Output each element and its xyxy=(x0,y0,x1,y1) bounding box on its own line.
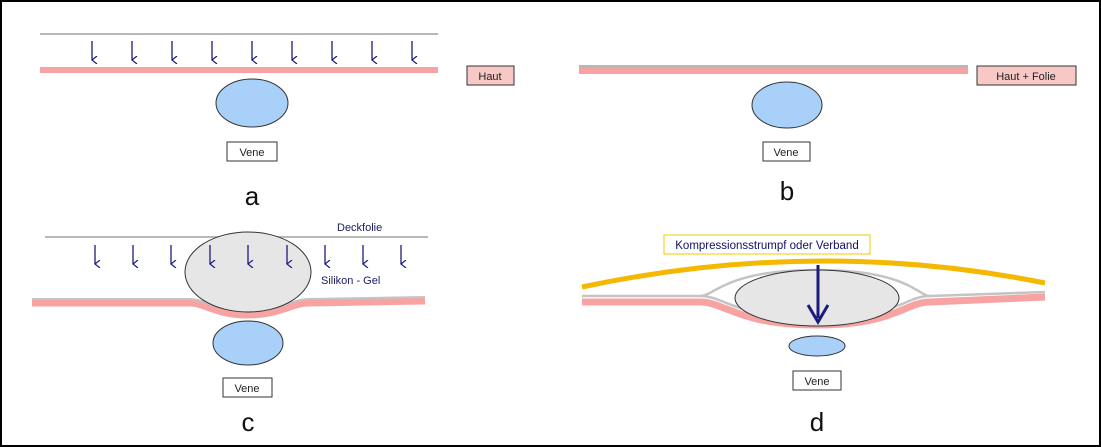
compression-label-box-d xyxy=(663,234,871,255)
cover-foil-label-c: Deckfolie xyxy=(337,222,382,234)
panel-letter-d: d xyxy=(810,407,824,437)
pressure-arrows-c xyxy=(95,245,401,264)
vein-c xyxy=(212,320,284,366)
panel-letter-a: a xyxy=(245,181,260,211)
silicone-gel-label-c: Silikon - Gel xyxy=(321,275,380,287)
panel-b: Vene Haut + Folie b xyxy=(579,65,1077,206)
panel-letter-b: b xyxy=(780,176,794,206)
panel-letter-c: c xyxy=(242,407,255,437)
vein-label-c: Vene xyxy=(234,383,259,395)
panel-c: Deckfolie Silikon - Gel Vene c xyxy=(32,222,428,437)
skin-layer-c xyxy=(32,297,426,319)
skin-label-box-b xyxy=(976,65,1077,86)
vein-a xyxy=(215,78,289,128)
skin-label-a: Haut xyxy=(478,71,501,83)
compression-arrowhead-d xyxy=(806,304,830,325)
skin-label-box-a xyxy=(466,65,515,86)
vein-label-a: Vene xyxy=(239,147,264,159)
vein-label-b: Vene xyxy=(773,147,798,159)
vein-label-box-a xyxy=(226,141,278,162)
skin-layer-b xyxy=(579,68,968,74)
panel-d: Kompressionsstrumpf oder Verband Vene d xyxy=(581,234,1046,437)
vein-label-box-d xyxy=(792,370,842,391)
panel-a: Vene Haut a xyxy=(40,33,515,211)
compression-stocking-d xyxy=(581,258,1046,290)
silicone-gel-c xyxy=(184,231,312,313)
vein-label-box-b xyxy=(762,141,811,162)
vein-d xyxy=(788,335,846,357)
vein-label-d: Vene xyxy=(804,376,829,388)
compression-label-d: Kompressionsstrumpf oder Verband xyxy=(675,240,858,252)
vein-b xyxy=(751,81,823,129)
pressure-arrows-a xyxy=(92,41,412,60)
vein-label-box-c xyxy=(222,377,273,398)
skin-label-b: Haut + Folie xyxy=(996,71,1056,83)
skin-layer-a xyxy=(40,67,438,73)
foil-layer-b xyxy=(579,65,968,68)
